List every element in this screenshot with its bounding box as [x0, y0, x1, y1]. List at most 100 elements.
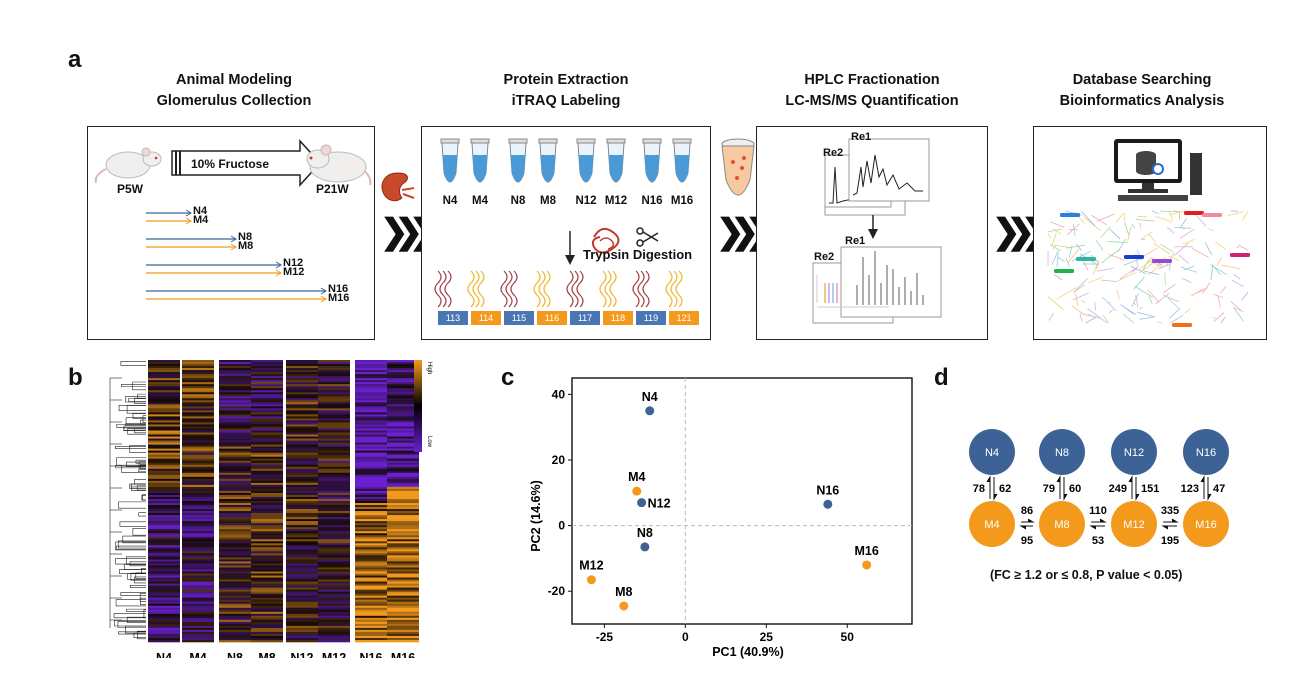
heatmap-cell [219, 619, 251, 623]
heatmap-cell [355, 581, 387, 584]
heatmap-cell [355, 559, 387, 562]
heatmap-cell [286, 396, 318, 399]
heatmap-cell [286, 635, 318, 639]
heatmap-cell [355, 577, 387, 580]
heatmap-cell [318, 525, 350, 528]
heatmap-cell [387, 448, 419, 451]
heatmap-cell [148, 452, 180, 455]
up-count-label: 78 [973, 483, 985, 495]
heatmap-cell [219, 577, 251, 580]
heatmap-cell [387, 460, 419, 464]
step-title-1-line2: Glomerulus Collection [156, 93, 312, 109]
heatmap-cell [318, 635, 350, 639]
heatmap-cell [251, 503, 283, 506]
heatmap-cell [387, 396, 419, 399]
heatmap-cell [251, 587, 283, 590]
heatmap-cell [286, 515, 318, 518]
reverse-count-label: 53 [1092, 535, 1104, 547]
heatmap-cell [219, 599, 251, 603]
pathway-edge [1096, 260, 1100, 270]
heatmap-cell [318, 418, 350, 421]
heatmap-cell [355, 563, 387, 566]
heatmap-cell [355, 637, 387, 641]
pathway-edge [1217, 295, 1221, 308]
heatmap-cell [148, 444, 180, 447]
heatmap-cell [148, 482, 180, 486]
heatmap-cell [318, 585, 350, 588]
heatmap-cell [182, 523, 214, 526]
pathway-edge [1227, 211, 1244, 217]
heatmap-cell [387, 549, 419, 552]
pathway-edge [1133, 276, 1145, 290]
heatmap-cell [318, 492, 350, 496]
heatmap-cell [387, 619, 419, 623]
heatmap-cell [251, 400, 283, 403]
heatmap-cell [387, 599, 419, 603]
heatmap-cell [182, 488, 214, 492]
heatmap-cell [148, 635, 180, 639]
timeline-m-arrowhead [230, 243, 237, 251]
pathway-edge [1065, 258, 1070, 267]
heatmap-cell [148, 474, 180, 478]
dendrogram-branch [116, 545, 146, 550]
down-count-label: 151 [1141, 483, 1159, 495]
heatmap-cell [182, 555, 214, 558]
heatmap-cell [286, 446, 318, 449]
peptide-strands [434, 270, 683, 308]
heatmap-cell [286, 623, 318, 627]
pathway-edge [1233, 307, 1244, 322]
heatmap-cell [219, 561, 251, 564]
heatmap-cell [182, 543, 214, 546]
heatmap-cell [182, 418, 214, 421]
heatmap-cell [148, 464, 180, 468]
dendrogram-branch [141, 568, 146, 574]
heatmap-cell [182, 424, 214, 427]
heatmap-cell [148, 438, 180, 441]
heatmap-cell [318, 571, 350, 574]
heatmap-cell [148, 513, 180, 516]
timeline-n-label: N8 [238, 231, 253, 243]
heatmap-cell [148, 543, 180, 546]
dendrogram-branch [123, 425, 146, 432]
heatmap-cell [286, 484, 318, 488]
heatmap-cell [148, 567, 180, 570]
heatmap-cell [387, 398, 419, 401]
heatmap-cell [355, 573, 387, 576]
pca-point-label: N4 [642, 390, 658, 404]
heatmap-cell [318, 464, 350, 468]
heatmap-cell [251, 480, 283, 484]
heatmap-cell [251, 362, 283, 365]
heatmap-cell [148, 553, 180, 556]
heatmap-cell [148, 531, 180, 534]
heatmap-cell [286, 571, 318, 574]
heatmap-cell [148, 575, 180, 578]
heatmap-cell [387, 370, 419, 373]
heatmap-cell [251, 591, 283, 594]
heatmap-cell [355, 509, 387, 512]
heatmap-cell [355, 440, 387, 443]
heatmap-cell [219, 623, 251, 627]
heatmap-cell [355, 615, 387, 619]
heatmap-cell [387, 525, 419, 528]
heatmap-cell [318, 533, 350, 536]
pca-point [823, 499, 833, 509]
reverse-count-label: 95 [1021, 535, 1033, 547]
heatmap-cell [286, 492, 318, 496]
heatmap-cell [251, 380, 283, 383]
kidney-icon [381, 172, 415, 202]
heatmap-cell [182, 478, 214, 482]
pca-y-tick-label: 0 [558, 519, 565, 533]
peptide-strand [665, 270, 673, 308]
heatmap-cell [148, 509, 180, 512]
heatmap-cell [148, 374, 180, 377]
heatmap-cell [182, 432, 214, 435]
ms-back-label: Re1 [845, 235, 866, 247]
tube-label: M4 [472, 195, 488, 207]
heatmap-cell [355, 460, 387, 464]
heatmap-cell [318, 625, 350, 629]
heatmap-cell [387, 535, 419, 538]
heatmap-cell [355, 639, 387, 643]
step-title-4-line2: Bioinformatics Analysis [1059, 93, 1225, 109]
heatmap-cell [219, 517, 251, 520]
